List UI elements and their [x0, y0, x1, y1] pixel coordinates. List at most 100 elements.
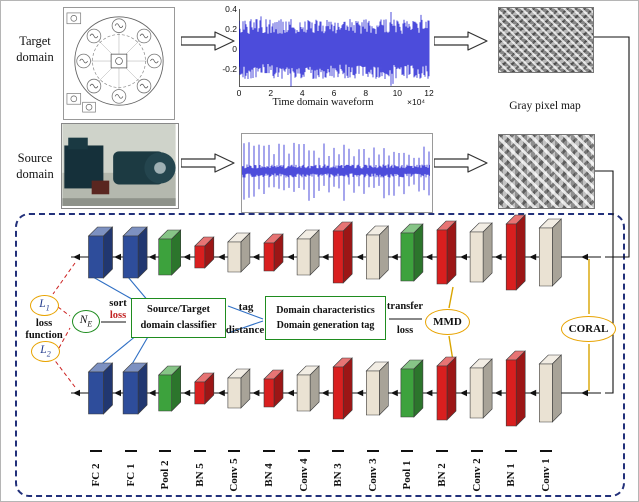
flow-arrowhead-icon [460, 389, 467, 397]
flow-arrowhead-icon [356, 389, 364, 397]
layer-block-pool-1-bottom [400, 368, 415, 418]
arrow-output-to-l2 [52, 357, 76, 388]
distance-label: distance [225, 324, 265, 336]
layer-block-fc-1-bottom-sideface [137, 362, 148, 415]
arrow-graymap-target-to-network [593, 36, 630, 258]
layer-block-conv-4-top [296, 238, 311, 276]
layer-block-fc-1-top-sideface [137, 226, 148, 279]
layer-block-bn-1-bottom [505, 359, 517, 427]
layer-block-fc-2-bottom [88, 371, 104, 415]
coral-label: CORAL [568, 323, 609, 335]
flow-arrowhead-icon [581, 389, 588, 397]
flow-arrow-icon [434, 153, 488, 173]
waveform-plot-target [239, 9, 430, 87]
flow-arrowhead-icon [287, 389, 294, 397]
flow-arrowhead-icon [494, 389, 502, 397]
layer-block-bn-1-top-sideface [515, 214, 526, 291]
flow-arrowhead-icon [390, 253, 398, 261]
layer-block-pool-1-top-sideface [413, 223, 424, 282]
flow-arrowhead-icon [183, 389, 191, 397]
x-tick: 8 [363, 88, 369, 98]
flow-arrowhead-icon [114, 253, 121, 261]
machine-schematic-image [63, 7, 175, 120]
flow-arrowhead-icon [390, 389, 398, 397]
flow-arrow-icon [181, 31, 235, 51]
layer-block-bn-2-bottom [436, 365, 448, 421]
signal-trace-target [239, 12, 430, 87]
layer-block-conv-3-bottom [365, 370, 380, 416]
flow-arrow-icon [181, 153, 235, 173]
arrow-graymap-source-to-network [594, 170, 614, 394]
y-tick: 0.4 [225, 4, 237, 14]
waveform-caption: Time domain waveform [272, 97, 374, 108]
ne-oval: NE [72, 310, 100, 333]
mmd-oval: MMD [425, 309, 470, 335]
flow-arrowhead-icon [252, 389, 260, 397]
coral-oval: CORAL [561, 316, 616, 342]
layer-block-bn-1-bottom-sideface [515, 350, 526, 427]
waveform-plot-source-svg [241, 142, 431, 201]
layer-block-fc-2-bottom-sideface [103, 362, 113, 415]
source-domain-label: Source domain [16, 151, 54, 181]
x-tick: 4 [299, 88, 305, 98]
tag-label: tag [238, 301, 254, 313]
flow-arrowhead-icon [73, 253, 80, 261]
flow-arrowhead-icon [252, 253, 260, 261]
flow-arrowhead-icon [114, 389, 121, 397]
domain-characteristics-box: Domain characteristics Domain generation… [265, 296, 386, 340]
x-tick: 2 [268, 88, 274, 98]
layer-block-conv-4-bottom [296, 374, 311, 412]
y-tick: 0 [232, 44, 237, 54]
l2-symbol: L [40, 344, 47, 357]
mmd-label: MMD [433, 316, 462, 328]
gray-pixel-map-label: Gray pixel map [509, 100, 581, 112]
layer-block-pool-1-bottom-sideface [413, 359, 424, 418]
transfer-label: transfer [386, 301, 424, 312]
schematic-drawing [66, 12, 164, 113]
ne-subscript: E [87, 319, 93, 329]
loss-l2-oval: L2 [31, 341, 60, 362]
arrow-l1-to-ne [57, 306, 71, 317]
layer-block-conv-1-bottom [538, 363, 553, 423]
waveform-plot-source [241, 133, 433, 213]
layer-block-fc-1-top [122, 235, 139, 279]
flow-arrowhead-icon [217, 253, 225, 261]
flow-arrowhead-icon [529, 253, 537, 261]
flow-arrowhead-icon [287, 253, 294, 261]
layer-block-pool-2-top [158, 238, 172, 276]
x-tick: 6 [331, 88, 337, 98]
layer-block-conv-3-top [365, 234, 380, 280]
machinery-photo-drawing [62, 124, 176, 206]
x-scale-label: ×10⁴ [407, 97, 426, 107]
ne-symbol: N [79, 314, 88, 327]
flow-arrowhead-icon [425, 253, 433, 261]
flow-arrow-icon [434, 31, 488, 51]
layer-block-conv-1-bottom-sideface [551, 354, 562, 423]
flow-arrowhead-icon [581, 253, 588, 261]
layer-block-bn-2-top [436, 229, 448, 285]
flow-arrowhead-icon [148, 389, 156, 397]
line-fc-top-to-classifier [92, 276, 138, 303]
flow-arrowhead-icon [217, 389, 225, 397]
arrow-classifier-to-domain-box [227, 305, 264, 320]
flow-arrowhead-icon [356, 253, 364, 261]
loss-function-label: loss function [25, 318, 63, 342]
sort-label: sort [109, 298, 127, 309]
machinery-photo [61, 123, 179, 209]
layer-block-pool-2-bottom [158, 374, 172, 412]
gray-map-source [498, 134, 595, 209]
flow-arrowhead-icon [460, 253, 467, 261]
layer-block-conv-2-bottom-sideface [482, 358, 493, 419]
target-domain-label: Target domain [16, 34, 54, 64]
layer-block-bn-4-top [263, 242, 275, 272]
flow-arrowhead-icon [529, 389, 537, 397]
layer-block-conv-2-top [469, 231, 484, 283]
layer-block-conv-3-top-sideface [378, 225, 389, 280]
l1-subscript: 1 [45, 303, 50, 313]
gray-map-target [498, 7, 594, 73]
layer-block-bn-3-bottom [332, 366, 344, 420]
flow-arrowhead-icon [148, 253, 156, 261]
domain-classifier-box: Source/Target domain classifier [131, 298, 226, 338]
